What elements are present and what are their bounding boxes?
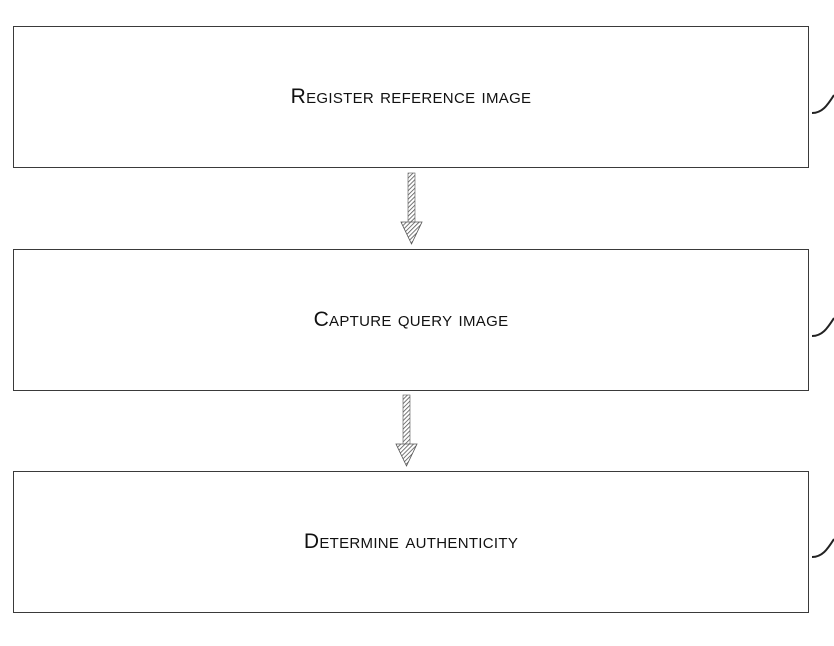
reference-leader-1 — [811, 94, 834, 114]
flow-arrow-2 — [395, 394, 418, 467]
step-box-capture-query-image: Capture query image — [13, 249, 809, 391]
step-label-capture-query-image: Capture query image — [313, 308, 509, 331]
step-label-register-reference-image: Register reference image — [290, 85, 532, 108]
step-box-determine-authenticity: Determine authenticity — [13, 471, 809, 613]
reference-leader-3 — [811, 538, 834, 558]
reference-leader-2 — [811, 317, 834, 337]
step-box-register-reference-image: Register reference image — [13, 26, 809, 168]
flow-arrow-1 — [400, 172, 423, 245]
step-label-determine-authenticity: Determine authenticity — [303, 530, 519, 553]
